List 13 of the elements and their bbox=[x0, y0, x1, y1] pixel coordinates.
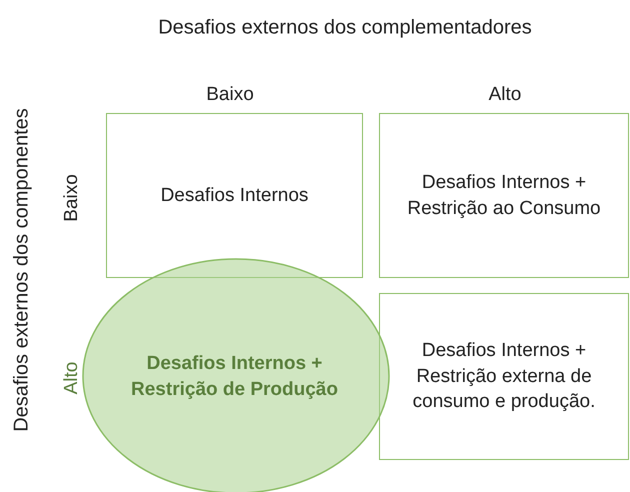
quadrant-text: Desafios Internos + Restrição ao Consumo bbox=[406, 170, 602, 220]
axis-level-label: Baixo bbox=[206, 84, 254, 106]
axis-level-label: Alto bbox=[61, 362, 83, 394]
quadrant-box bbox=[106, 113, 363, 278]
axis-level-label: Baixo bbox=[61, 174, 83, 222]
axis-level-label: Alto bbox=[488, 84, 522, 106]
axis-title: Desafios externos dos componentes bbox=[10, 108, 34, 432]
quadrant-text: Desafios Internos + Restrição externa de consumo e produção. bbox=[412, 339, 596, 414]
quadrant-text: Desafios Internos + Restrição de Produção bbox=[130, 352, 339, 402]
quadrant-box bbox=[379, 113, 629, 278]
axis-title: Desafios externos dos complementadores bbox=[158, 16, 532, 40]
quadrant-text: Desafios Internos bbox=[160, 184, 310, 208]
quadrant-box bbox=[379, 293, 629, 460]
